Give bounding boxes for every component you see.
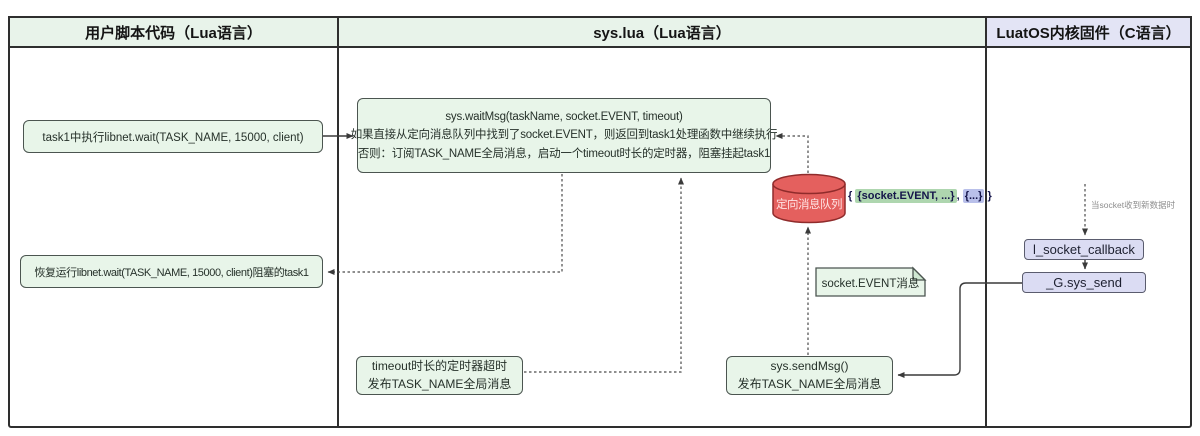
queue-content-label: { {socket.EVENT, ...}, {...} }: [848, 189, 992, 203]
socket-event-note: socket.EVENT消息: [816, 270, 925, 296]
resume-task1-label: 恢复运行libnet.wait(TASK_NAME, 15000, client…: [34, 266, 309, 279]
resume-task1-box: 恢复运行libnet.wait(TASK_NAME, 15000, client…: [20, 255, 323, 288]
timeout-timer-box: timeout时长的定时器超时 发布TASK_NAME全局消息: [356, 356, 523, 395]
timeout-timer-line2: 发布TASK_NAME全局消息: [367, 376, 512, 391]
timeout-timer-line1: timeout时长的定时器超时: [371, 359, 508, 374]
queue-content-other: {...}: [962, 189, 985, 203]
sys-sendmsg-box: sys.sendMsg() 发布TASK_NAME全局消息: [726, 356, 893, 395]
sys-sendmsg-line2: 发布TASK_NAME全局消息: [737, 376, 882, 391]
task1-wait-box: task1中执行libnet.wait(TASK_NAME, 15000, cl…: [23, 120, 323, 153]
socket-new-data-label: 当socket收到新数据时: [1091, 200, 1176, 210]
lane-header-user-script-label: 用户脚本代码（Lua语言）: [85, 24, 262, 42]
task1-wait-label: task1中执行libnet.wait(TASK_NAME, 15000, cl…: [42, 131, 304, 144]
socket-callback-box: l_socket_callback: [1024, 239, 1144, 260]
queue-content-socket-event: {socket.EVENT, ...}: [855, 189, 957, 203]
lane-separator-1: [337, 16, 339, 428]
lane-header-sys-lua-label: sys.lua（Lua语言）: [593, 24, 731, 42]
lane-header-user-script: 用户脚本代码（Lua语言）: [8, 16, 339, 48]
queue-content-close: }: [984, 190, 992, 202]
sys-waitmsg-box: sys.waitMsg(taskName, socket.EVENT, time…: [351, 98, 777, 173]
sys-waitmsg-line2: 如果直接从定向消息队列中找到了socket.EVENT，则返回到task1处理函…: [350, 129, 778, 142]
sys-waitmsg-line3: 否则：订阅TASK_NAME全局消息，启动一个timeout时长的定时器，阻塞挂…: [357, 147, 771, 160]
message-queue-label: 定向消息队列: [776, 199, 843, 211]
lane-header-luatos-kernel: LuatOS内核固件（C语言）: [985, 16, 1192, 48]
sys-sendmsg-line1: sys.sendMsg(): [770, 359, 849, 374]
sys-send-label: _G.sys_send: [1046, 275, 1122, 290]
diagram-frame: [8, 16, 1192, 428]
sys-send-box: _G.sys_send: [1022, 272, 1146, 293]
queue-content-sep: ,: [956, 190, 963, 202]
socket-callback-label: l_socket_callback: [1033, 242, 1135, 257]
queue-content-open: {: [848, 190, 856, 202]
lane-separator-2: [985, 16, 987, 428]
socket-event-note-label: socket.EVENT消息: [821, 278, 920, 290]
sys-waitmsg-title: sys.waitMsg(taskName, socket.EVENT, time…: [445, 110, 683, 123]
lane-header-luatos-kernel-label: LuatOS内核固件（C语言）: [996, 24, 1181, 42]
lane-header-sys-lua: sys.lua（Lua语言）: [337, 16, 987, 48]
